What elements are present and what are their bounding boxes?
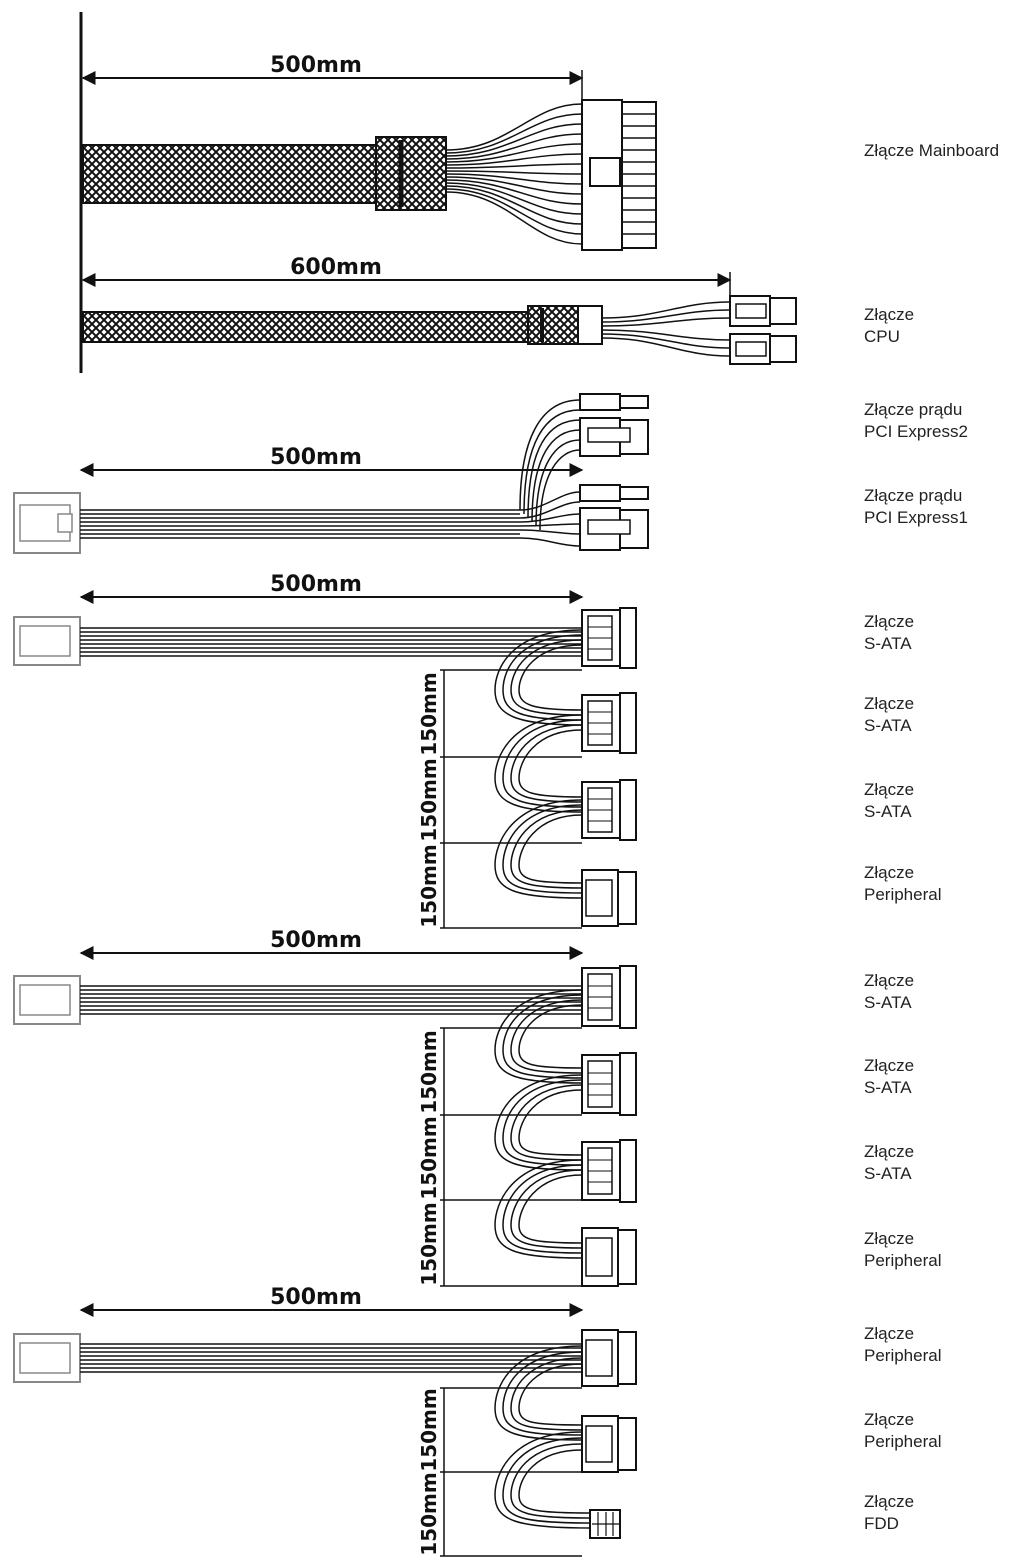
sata-a-length: 500mm [270, 572, 362, 597]
pcie-length: 500mm [270, 445, 362, 470]
cpu-cable: 600mm [81, 255, 797, 365]
sata-b-length: 500mm [270, 928, 362, 953]
mainboard-cable: 500mm [81, 53, 657, 251]
sata-cable-a: 500mm [13, 572, 637, 929]
sata-b-seg-2: 150mm [417, 1116, 441, 1199]
sata-b-seg-3: 150mm [417, 1202, 441, 1285]
pcie-cable: 500mm [13, 393, 649, 554]
peripheral-seg-2: 150mm [417, 1472, 441, 1555]
sata-a-seg-2: 150mm [417, 758, 441, 841]
sata-a-seg-3: 150mm [417, 844, 441, 927]
sata-b-seg-1: 150mm [417, 1030, 441, 1113]
cpu-length: 600mm [290, 255, 382, 280]
peripheral-length: 500mm [270, 1285, 362, 1310]
mainboard-length: 500mm [270, 53, 362, 78]
sata-cable-b: 500mm [13, 928, 637, 1287]
peripheral-cable: 500mm [13, 1285, 637, 1557]
peripheral-seg-1: 150mm [417, 1388, 441, 1471]
sata-a-seg-1: 150mm [417, 672, 441, 755]
label-mainboard: Złącze Mainboard [864, 141, 1000, 160]
